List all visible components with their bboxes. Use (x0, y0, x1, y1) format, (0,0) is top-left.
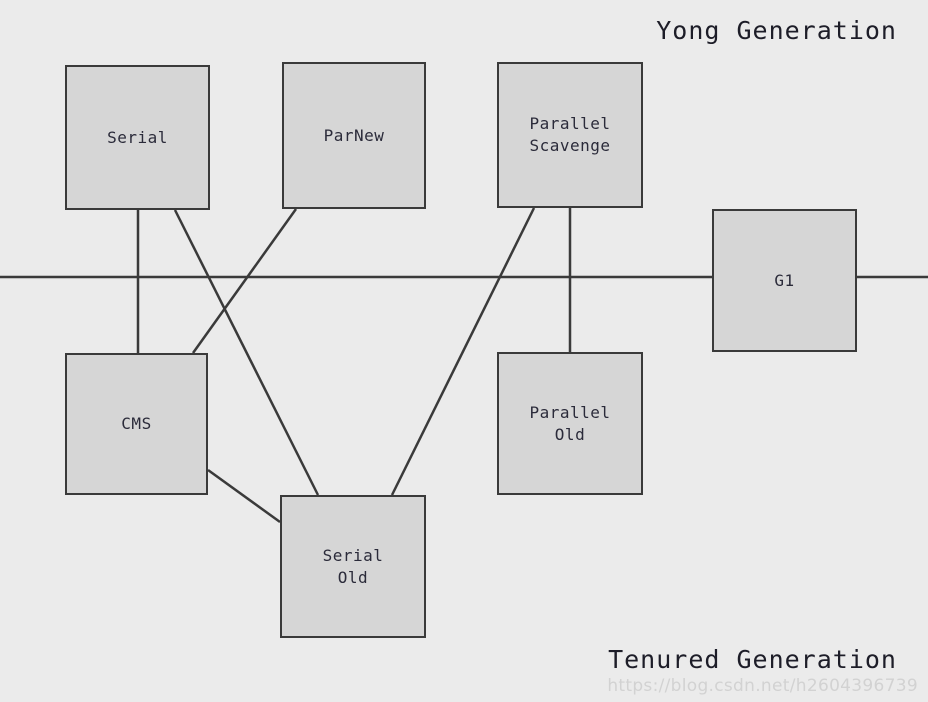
collector-box-cms[interactable]: CMS (65, 353, 208, 495)
collector-box-serial-old[interactable]: Serial Old (280, 495, 426, 638)
collector-label-serial: Serial (107, 127, 168, 147)
young-generation-title: Yong Generation (656, 16, 897, 45)
collector-box-serial[interactable]: Serial (65, 65, 210, 210)
tenured-generation-title: Tenured Generation (608, 645, 897, 674)
collector-label-serial-old: Serial Old (322, 545, 384, 587)
collector-box-parallel-scavenge[interactable]: Parallel Scavenge (497, 62, 643, 208)
collector-label-parnew: ParNew (323, 125, 385, 145)
collector-label-cms: CMS (121, 414, 152, 434)
source-watermark: https://blog.csdn.net/h2604396739 (607, 676, 918, 696)
connector-cms-to-serial-old (207, 468, 281, 524)
collector-box-parnew[interactable]: ParNew (282, 62, 426, 209)
collector-label-g1: G1 (774, 270, 795, 290)
connector-parnew-to-cms (191, 208, 298, 354)
collector-label-parallel-old: Parallel Old (529, 402, 611, 444)
collector-box-g1[interactable]: G1 (712, 209, 857, 352)
collector-box-parallel-old[interactable]: Parallel Old (497, 352, 643, 495)
collector-label-parallel-scavenge: Parallel Scavenge (529, 114, 611, 155)
